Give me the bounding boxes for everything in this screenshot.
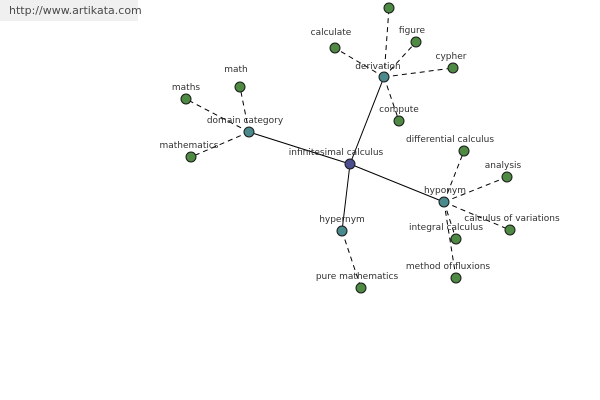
- node-label-derivation[interactable]: derivation: [355, 62, 401, 72]
- node-label-variations[interactable]: calculus of variations: [464, 214, 560, 224]
- node-label-center[interactable]: infinitesimal calculus: [289, 148, 384, 158]
- edge-center-hyponym: [349, 163, 445, 203]
- node-label-domain[interactable]: domain category: [207, 116, 284, 126]
- node-figure[interactable]: [410, 36, 422, 48]
- node-label-differential[interactable]: differential calculus: [406, 135, 494, 145]
- node-analysis[interactable]: [501, 171, 513, 183]
- graph-nodes: [180, 2, 516, 294]
- edge-domain-mathematics: [190, 131, 250, 158]
- edge-derivation-compute: [383, 76, 400, 122]
- graph-labels: infinitesimal calculus derivation domain c…: [159, 26, 560, 282]
- edge-derivation-calculate: [334, 47, 385, 78]
- node-hypernym[interactable]: [336, 225, 348, 237]
- node-differential[interactable]: [458, 145, 470, 157]
- credit-link[interactable]: http://www.artikata.com: [0, 0, 142, 21]
- node-label-compute[interactable]: compute: [379, 105, 419, 115]
- edge-derivation-cypher: [383, 67, 454, 78]
- edge-center-derivation: [349, 76, 385, 165]
- node-compute[interactable]: [393, 115, 405, 127]
- node-label-fluxions[interactable]: method of fluxions: [406, 262, 491, 272]
- edge-hypernym-pure: [341, 230, 362, 289]
- edge-center-hypernym: [341, 163, 351, 232]
- node-calculate[interactable]: [329, 42, 341, 54]
- edge-center-domain: [248, 131, 351, 165]
- edge-derivation-figure: [383, 41, 417, 78]
- node-label-hyponym[interactable]: hyponym: [424, 186, 466, 196]
- node-label-maths[interactable]: maths: [172, 83, 201, 93]
- node-label-pure[interactable]: pure mathematics: [316, 272, 399, 282]
- edge-domain-maths: [185, 98, 250, 133]
- node-top[interactable]: [383, 2, 395, 14]
- node-label-math[interactable]: math: [224, 65, 248, 75]
- node-pure[interactable]: [355, 282, 367, 294]
- edge-hyponym-analysis: [443, 176, 508, 203]
- edge-derivation-top: [383, 7, 390, 78]
- node-label-cypher[interactable]: cypher: [436, 52, 467, 62]
- edge-hyponym-variations: [443, 201, 511, 231]
- node-hyponym[interactable]: [438, 196, 450, 208]
- node-label-hypernym[interactable]: hypernym: [319, 215, 365, 225]
- node-label-analysis[interactable]: analysis: [485, 161, 522, 171]
- node-integral[interactable]: [450, 233, 462, 245]
- edge-hyponym-differential: [443, 150, 465, 203]
- node-label-calculate[interactable]: calculate: [311, 28, 352, 38]
- graph-edges: [185, 7, 511, 289]
- edge-hyponym-fluxions: [443, 201, 457, 279]
- node-cypher[interactable]: [447, 62, 459, 74]
- node-domain[interactable]: [243, 126, 255, 138]
- node-label-figure[interactable]: figure: [399, 26, 426, 36]
- edge-hyponym-integral: [443, 201, 457, 240]
- node-label-integral[interactable]: integral calculus: [409, 223, 483, 233]
- node-math[interactable]: [234, 81, 246, 93]
- node-maths[interactable]: [180, 93, 192, 105]
- node-fluxions[interactable]: [450, 272, 462, 284]
- edge-domain-math: [239, 86, 250, 133]
- node-mathematics[interactable]: [185, 151, 197, 163]
- node-label-mathematics[interactable]: mathematics: [159, 141, 218, 151]
- node-variations[interactable]: [504, 224, 516, 236]
- node-derivation[interactable]: [378, 71, 390, 83]
- node-center[interactable]: [344, 158, 356, 170]
